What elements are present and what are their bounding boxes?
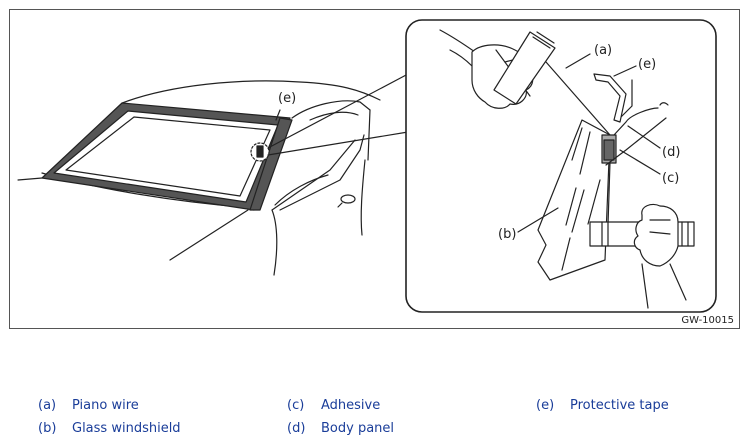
legend-label: Protective tape xyxy=(570,398,669,413)
legend-label: Piano wire xyxy=(72,398,139,413)
legend: (a) Piano wire (b) Glass windshield (c) Adh… xyxy=(0,390,750,446)
car-drawing xyxy=(17,80,381,276)
callout-d: (d) xyxy=(662,145,680,160)
figure-code: GW-10015 xyxy=(681,315,734,326)
legend-key: (b) xyxy=(38,421,57,436)
legend-item-d: (d) Body panel xyxy=(287,421,394,436)
leader-c xyxy=(619,149,661,175)
callout-e-car: (e) xyxy=(278,91,296,106)
leader-e xyxy=(613,65,637,77)
legend-key: (c) xyxy=(287,398,305,413)
legend-item-e: (e) Protective tape xyxy=(536,398,669,413)
legend-key: (e) xyxy=(536,398,555,413)
callout-e: (e) xyxy=(638,57,656,72)
legend-label: Adhesive xyxy=(321,398,381,413)
legend-key: (a) xyxy=(38,398,57,413)
leader-a xyxy=(565,53,591,69)
windshield-removal-illustration: (e) (a) (e) (d) (c) (b) xyxy=(17,19,717,313)
legend-label: Body panel xyxy=(321,421,395,436)
callout-c: (c) xyxy=(662,171,679,186)
leader-b xyxy=(517,207,559,233)
detail-inset xyxy=(405,19,717,313)
zoom-connector-top xyxy=(267,73,409,149)
leader-d xyxy=(627,125,661,149)
zoom-connector-bottom xyxy=(267,131,409,156)
figure-frame: (e) (a) (e) (d) (c) (b) GW-10015 xyxy=(9,9,740,329)
legend-key: (d) xyxy=(287,421,306,436)
legend-item-c: (c) Adhesive xyxy=(287,398,380,413)
callout-a: (a) xyxy=(594,43,612,58)
legend-item-b: (b) Glass windshield xyxy=(38,421,181,436)
legend-label: Glass windshield xyxy=(72,421,181,436)
legend-item-a: (a) Piano wire xyxy=(38,398,139,413)
callout-b: (b) xyxy=(498,227,516,242)
